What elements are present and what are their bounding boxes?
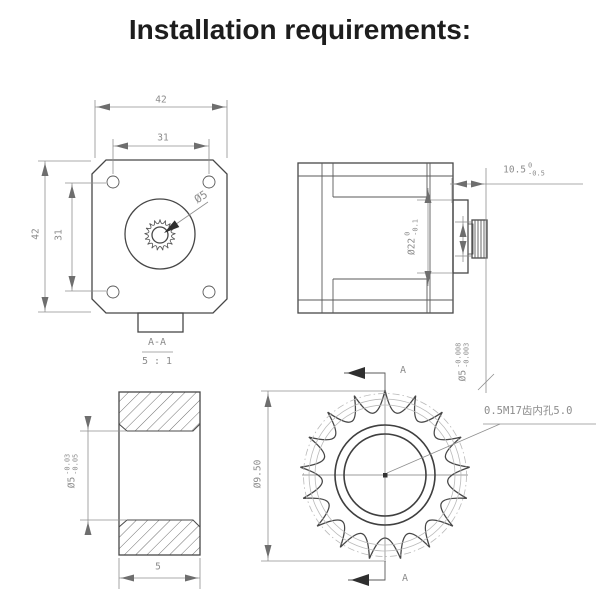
shaft-leader-arrow xyxy=(164,220,180,233)
gear-note-leader xyxy=(386,423,596,474)
section-scale: 5 : 1 xyxy=(141,356,173,367)
section-hatch-bottom xyxy=(118,519,201,556)
dim-text-boss-dia: Ø22 0 -0.1 xyxy=(403,218,419,256)
gear-front-view xyxy=(261,367,596,586)
dim-shaft-length-10-5 xyxy=(450,168,583,393)
dim-text-width-42: 42 xyxy=(155,94,167,106)
dim-shaft-dia-5 xyxy=(455,216,471,262)
section-hatch-top xyxy=(118,391,201,432)
motor-front-view xyxy=(38,100,228,333)
dim-gear-width-5 xyxy=(118,558,201,589)
page-title: Installation requirements: xyxy=(128,14,472,45)
dim-height-42 xyxy=(38,160,91,313)
pilot-boss-side xyxy=(452,199,469,274)
mount-hole xyxy=(106,175,120,189)
dim-boss-dia-22 xyxy=(417,188,452,286)
mount-hole xyxy=(202,285,216,299)
section-marker-bottom: A xyxy=(401,573,409,584)
dim-hole-spacing-31-top xyxy=(112,139,210,174)
pilot-boss-circle xyxy=(124,198,196,270)
gear-on-shaft-side xyxy=(471,219,488,259)
shaft-bore xyxy=(151,226,169,244)
bore-circle xyxy=(343,433,427,517)
side-body-recess xyxy=(332,163,428,313)
section-outline xyxy=(118,391,201,556)
connector-tab xyxy=(137,312,184,333)
bore-chamfer-circle xyxy=(334,424,436,526)
center-point xyxy=(383,473,388,478)
gear-section-view xyxy=(80,351,201,589)
motor-body-outline xyxy=(91,159,228,314)
section-marker-top: A xyxy=(399,365,407,376)
dim-text-side-shaft-dia: Ø5 -0.008 -0.003 xyxy=(454,342,470,382)
mount-hole xyxy=(106,285,120,299)
dim-width-42 xyxy=(94,100,228,158)
gear-spec-note: 0.5M17齿内孔5.0 xyxy=(484,405,573,417)
dim-gear-od-9-50 xyxy=(261,390,386,562)
section-label: A-A xyxy=(147,337,167,348)
dim-text-shaft-length: 10.5 0 -0.5 xyxy=(503,161,545,177)
shaft-side xyxy=(467,223,474,255)
dim-hole-spacing-31-left xyxy=(65,182,106,292)
dim-text-hole-spacing-v-31: 31 xyxy=(53,229,65,241)
dim-bore-dia-5 xyxy=(80,416,126,535)
motor-side-view xyxy=(297,162,583,393)
shaft-gear-teeth xyxy=(144,219,176,251)
section-cut-line xyxy=(344,367,386,586)
mount-hole xyxy=(202,175,216,189)
dim-text-gear-od: Ø9.50 xyxy=(252,459,264,489)
gear-teeth-outline xyxy=(300,389,470,559)
dim-text-height-42: 42 xyxy=(30,228,42,240)
dim-text-gear-width: 5 xyxy=(155,561,161,573)
dim-text-hole-spacing-h-31: 31 xyxy=(157,132,169,144)
dim-text-bore-dia: Ø5 -0.03 -0.05 xyxy=(63,453,79,489)
